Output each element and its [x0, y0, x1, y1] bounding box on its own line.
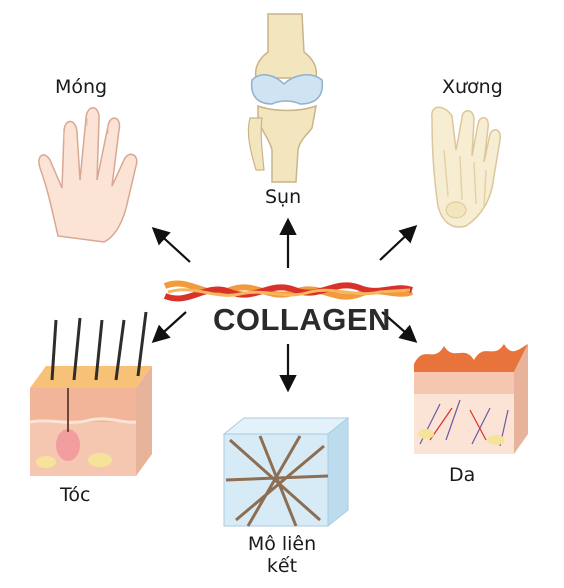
- arrow-to-toc: [151, 311, 187, 343]
- hand-illustration: [38, 107, 138, 243]
- label-xuong: Xương: [442, 76, 503, 98]
- label-mo-lien-ket: Mô liên kết: [222, 533, 342, 577]
- arrow-to-mong: [151, 227, 191, 263]
- skin-layers-illustration: [414, 344, 528, 454]
- label-mong: Móng: [55, 76, 108, 98]
- arrow-to-da: [381, 311, 418, 343]
- connective-tissue-illustration: [222, 416, 350, 528]
- hair-skin-illustration: [29, 311, 152, 476]
- collagen-title: COLLAGEN: [213, 302, 391, 337]
- label-toc: Tóc: [60, 484, 91, 506]
- arrow-to-xuong: [379, 224, 418, 261]
- collagen-fiber: [163, 280, 413, 302]
- knee-cartilage-illustration: [247, 13, 324, 183]
- label-sun: Sụn: [265, 186, 302, 208]
- foot-bones-illustration: [431, 106, 502, 228]
- label-mo-lien-ket-line1: Mô liên: [247, 533, 317, 555]
- label-mo-lien-ket-line2: kết: [266, 555, 298, 577]
- label-da: Da: [449, 464, 476, 486]
